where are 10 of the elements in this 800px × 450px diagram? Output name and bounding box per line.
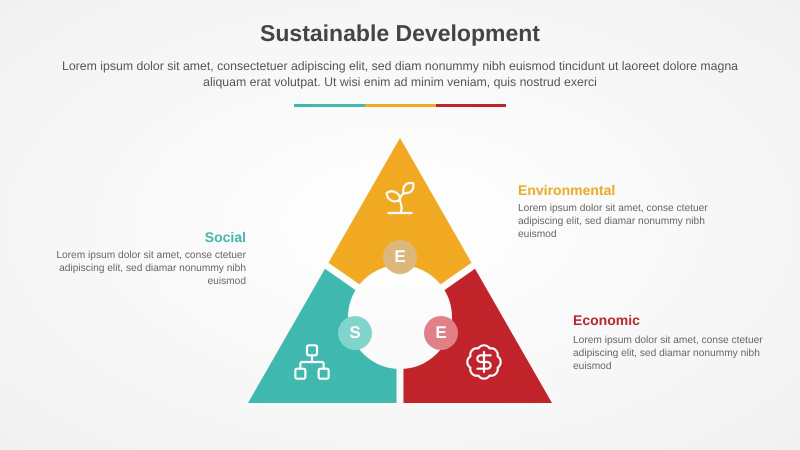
heading: Economic [573,312,640,328]
title: Sustainable Development [260,20,540,47]
subtitle: Lorem ipsum dolor sit amet, consectetuer adipiscing elit, sed diam nonummy nibh euismod tincidunt ut laoreet dolore magna aliquam erat volutpat. Ut wisi enim ad minim veniam, quis nostrud exerci [61,58,739,90]
letter-circle: S [338,316,372,350]
heading: Environmental [518,182,616,198]
heading: Social [204,229,246,245]
description: Lorem ipsum dolor sit amet, conse ctetuer adipiscing elit, sed diamar nonummy nibh euismod [56,249,246,288]
description: Lorem ipsum dolor sit amet, conse ctetuer adipiscing elit, sed diamar nonummy nibh euismod [518,202,708,241]
description: Lorem ipsum dolor sit amet, conse ctetuer adipiscing elit, sed diamar nonummy nibh euismod [573,334,763,373]
letter-circle: E [424,316,458,350]
